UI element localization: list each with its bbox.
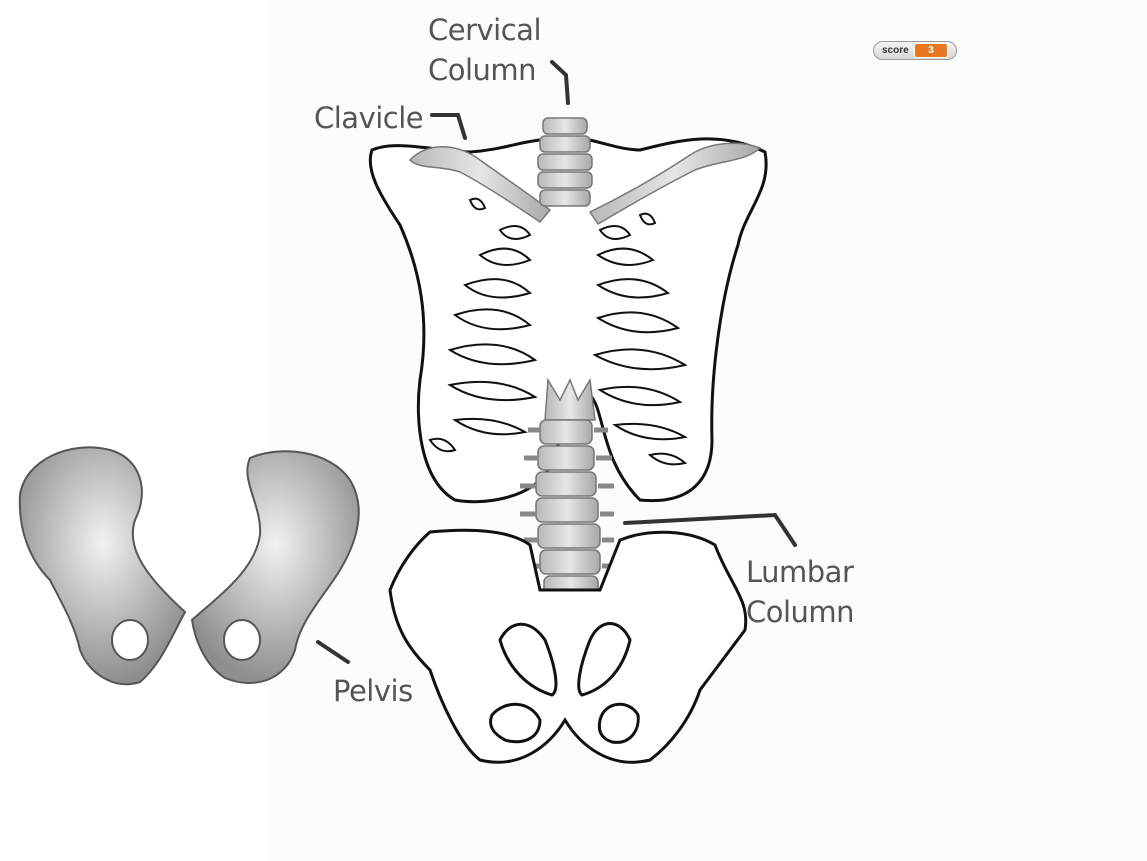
ribcage[interactable]	[368, 137, 768, 504]
leader-lines	[316, 60, 797, 664]
label-clavicle: Clavicle	[314, 101, 424, 135]
label-pelvis: Pelvis	[333, 674, 413, 708]
rib-openings	[428, 197, 688, 466]
label-lumbar-column: Lumbar Column	[746, 555, 855, 629]
pelvis-bone[interactable]	[18, 446, 360, 686]
score-label: score	[882, 45, 909, 56]
score-value: 3	[914, 43, 948, 58]
clavicles[interactable]	[408, 142, 762, 226]
pelvis-outline[interactable]	[388, 528, 748, 764]
score-monitor: score 3	[873, 41, 957, 60]
cervical-spine[interactable]	[537, 117, 593, 207]
label-cervical-column: Cervical Column	[428, 13, 542, 87]
